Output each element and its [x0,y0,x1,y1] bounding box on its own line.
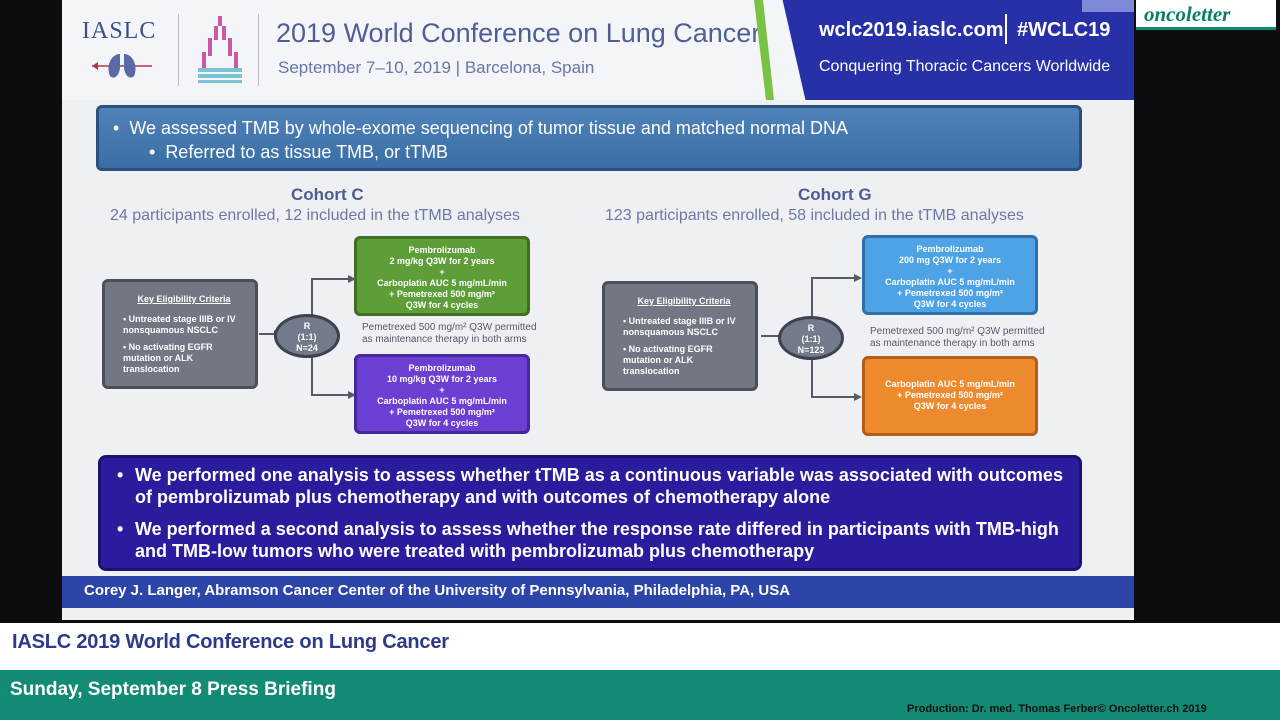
production-credit: Production: Dr. med. Thomas Ferber© Onco… [907,703,1207,715]
hashtag-text: #WCLC19 [1017,19,1111,41]
cohort-c-title: Cohort C [291,185,364,204]
presenter-footer: Corey J. Langer, Abramson Cancer Center … [62,576,1134,608]
website-text: wclc2019.iaslc.com [819,19,1004,41]
top-bullet-box: • We assessed TMB by whole-exome sequenc… [96,105,1082,171]
header-divider [1005,14,1007,44]
cohort-g-maintenance-note: Pemetrexed 500 mg/m² Q3W permitted as ma… [870,326,1045,349]
presentation-slide: IASLC 2019 World Conferen [62,0,1134,620]
lower-third-date-bar [0,670,1280,720]
tagline-text: Conquering Thoracic Cancers Worldwide [819,58,1111,75]
presenter-name: Corey J. Langer, Abramson Cancer Center … [84,582,791,599]
cohort-c-randomization: R (1:1) N=24 [274,314,340,358]
analysis-bullet-2: •We performed a second analysis to asses… [117,519,1059,561]
analysis-bullet-box: •We performed one analysis to assess whe… [98,455,1082,571]
cohort-c-arm-pembro-10mg: Pembrolizumab 10 mg/kg Q3W for 2 years +… [354,354,530,434]
conference-title: 2019 World Conference on Lung Cancer [276,18,761,48]
eligibility-item: • Untreated stage IIIB or IV nonsquamous… [123,314,236,335]
cohort-c-subtitle: 24 participants enrolled, 12 included in… [110,207,521,224]
cohort-g-randomization: R (1:1) N=123 [778,316,844,360]
event-title: IASLC 2019 World Conference on Lung Canc… [12,631,449,653]
eligibility-title: Key Eligibility Criteria [137,294,231,304]
cohort-g-eligibility-box: Key Eligibility Criteria • Untreated sta… [602,281,758,391]
eligibility-title: Key Eligibility Criteria [637,296,731,306]
cohort-g-subtitle: 123 participants enrolled, 58 included i… [605,207,1024,224]
briefing-date: Sunday, September 8 Press Briefing [10,679,336,700]
eligibility-item: • No activating EGFR mutation or ALK tra… [123,342,213,374]
top-bullet-1: • We assessed TMB by whole-exome sequenc… [113,118,848,138]
cohort-g-arm-pembro-200mg: Pembrolizumab 200 mg Q3W for 2 years + C… [862,235,1038,315]
cohort-g-arm-chemo: Carboplatin AUC 5 mg/mL/min + Pemetrexed… [862,356,1038,436]
conference-emblem-icon [198,16,242,83]
lower-third-title-bar [0,623,1280,670]
analysis-bullet-1: •We performed one analysis to assess whe… [117,465,1063,507]
cohort-g-title: Cohort G [798,185,872,204]
iaslc-logo: IASLC [82,18,157,44]
eligibility-item: • No activating EGFR mutation or ALK tra… [623,344,713,376]
cohort-c-arm-pembro-2mg: Pembrolizumab 2 mg/kg Q3W for 2 years + … [354,236,530,316]
header-divider [258,14,259,86]
eligibility-item: • Untreated stage IIIB or IV nonsquamous… [623,316,736,337]
header-blue-panel [782,0,1134,100]
cohort-c-maintenance-note: Pemetrexed 500 mg/m² Q3W permitted as ma… [362,322,537,345]
cohort-c-eligibility-box: Key Eligibility Criteria • Untreated sta… [102,279,258,389]
header-divider [178,14,179,86]
oncoletter-logo: oncoletter [1136,0,1276,30]
conference-dates: September 7–10, 2019 | Barcelona, Spain [278,58,595,77]
slide-header: IASLC 2019 World Conferen [62,0,1134,100]
top-bullet-2: • Referred to as tissue TMB, or tTMB [149,142,449,162]
lungs-icon [92,54,152,78]
header-clock-glare [1082,0,1134,12]
